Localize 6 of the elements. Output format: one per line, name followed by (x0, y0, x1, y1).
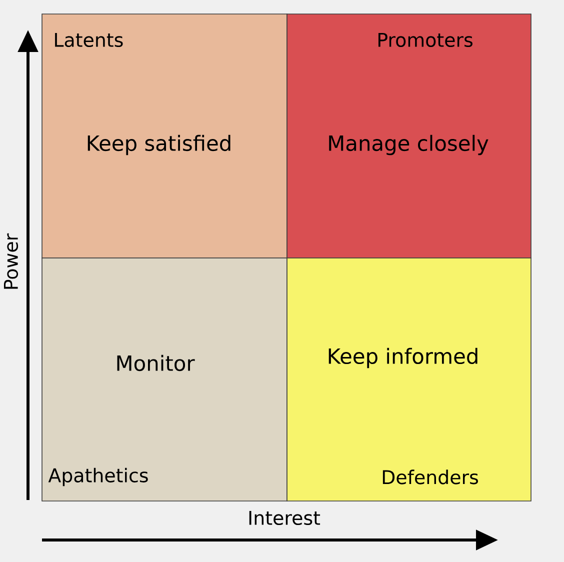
quadrant-box: Monitor Apathetics (42, 258, 288, 502)
quadrant-box: Latents Keep satisfied (42, 14, 288, 258)
axis-label: Interest (249, 510, 320, 526)
axis-label: Power (4, 233, 18, 289)
quadrant-box: Promoters Manage closely (286, 14, 532, 258)
quadrant-box: Keep informed Defenders (286, 258, 532, 502)
